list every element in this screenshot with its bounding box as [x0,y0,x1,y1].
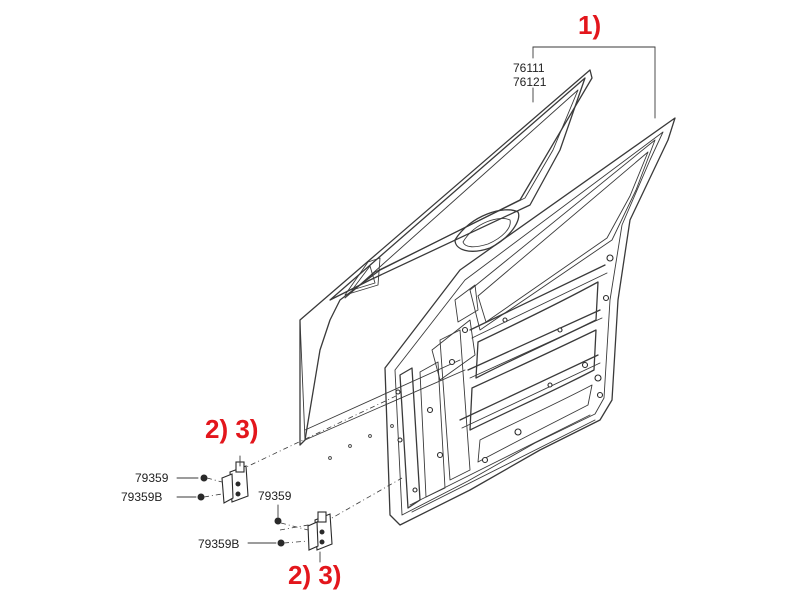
part-number-lower-hinge-bolt: 79359 [258,489,292,503]
part-number-76111: 76111 [513,61,545,75]
callout-1-bracket [532,46,656,119]
upper-hinge-bolt-b [176,493,223,501]
door-outer-skin [299,69,593,460]
lower-hinge [307,511,333,563]
hinge-center-lines [239,394,403,531]
upper-hinge-bolt [176,474,223,483]
door-inner-panel [384,117,676,526]
upper-hinge [221,455,249,504]
part-number-76121: 76121 [513,75,547,89]
lower-hinge-bolt [274,504,309,531]
callout-door-assembly: 1) [578,10,601,40]
part-number-lower-hinge-bolt-b: 79359B [198,537,239,551]
callout-upper-hinge: 2) 3) [205,414,258,444]
part-number-upper-hinge-bolt-b: 79359B [121,490,162,504]
part-number-upper-hinge-bolt: 79359 [135,471,169,485]
callout-lower-hinge: 2) 3) [288,560,341,590]
lower-hinge-bolt-b [247,539,309,547]
